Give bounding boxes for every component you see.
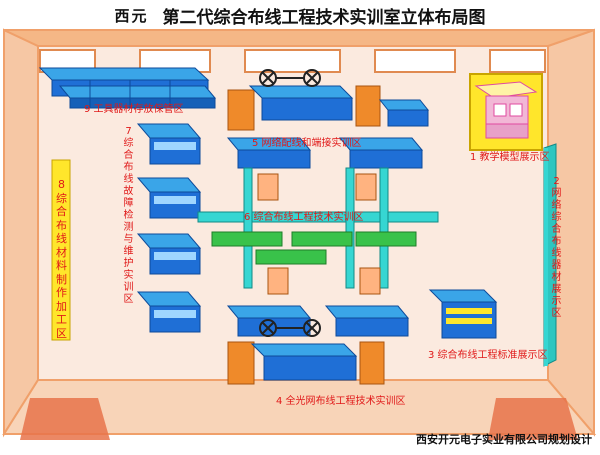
ceiling-light — [244, 49, 341, 73]
zone-5-benches — [226, 69, 430, 169]
zone-1-label: 1 教学模型展示区 — [470, 152, 550, 163]
page-title: 第二代综合布线工程技术实训室立体布局图 — [162, 7, 486, 28]
zone-1-model — [469, 73, 543, 151]
zone-2-board — [543, 143, 557, 367]
zone-4-label: 4 全光网布线工程技术实训区 — [276, 396, 406, 407]
zone-7-text: 7 综合布线故障检测与维护实训区 — [123, 126, 134, 305]
zone-3-display — [428, 289, 498, 339]
ceiling — [3, 29, 595, 47]
zone-3-label: 3 综合布线工程标准展示区 — [428, 350, 548, 361]
ceiling-light — [489, 49, 546, 73]
floor-mat-right — [488, 398, 578, 440]
zone-8-text: 8 综合布线材料制作加工区 — [56, 178, 67, 340]
zone-4-benches — [226, 305, 410, 385]
zone-8-label: 8 综合布线材料制作加工区 — [55, 178, 69, 340]
floor-mat-left — [20, 398, 110, 440]
zone-6-frames — [197, 167, 439, 295]
zone-2-label: 2 网络综合布线器材展示区 — [550, 176, 564, 320]
zone-9-shelves — [38, 67, 217, 109]
left-wall — [3, 28, 39, 438]
brand-mark: 西元 — [114, 6, 149, 25]
zone-6-label: 6 综合布线工程技术实训区 — [244, 212, 364, 223]
header: 西元 第二代综合布线工程技术实训室立体布局图 — [0, 2, 600, 28]
footer-credit: 西安开元电子实业有限公司规划设计 — [416, 433, 592, 446]
zone-2-text: 2 网络综合布线器材展示区 — [551, 176, 562, 319]
zone-7-label: 7 综合布线故障检测与维护实训区 — [122, 126, 136, 306]
zone-9-label: 9 工具器材存放保管区 — [84, 104, 184, 115]
ceiling-light — [374, 49, 456, 73]
zone-8-board — [51, 159, 71, 341]
zone-7-benches — [136, 123, 202, 333]
zone-5-label: 5 网络配线和端接实训区 — [252, 138, 362, 149]
